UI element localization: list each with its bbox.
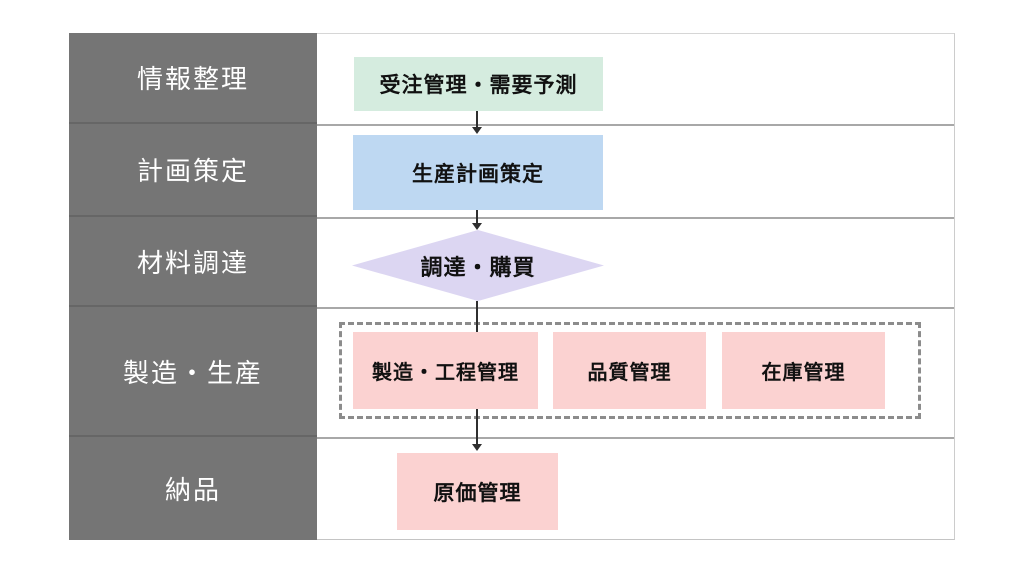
row-divider (317, 217, 954, 219)
sidebar-stage-production: 製造・生産 (69, 307, 317, 437)
stage-label: 材料調達 (136, 247, 249, 278)
node-cost-management: 原価管理 (397, 453, 558, 530)
sidebar-stage-planning: 計画策定 (69, 124, 317, 217)
row-divider (317, 124, 954, 126)
production-group-container (339, 322, 921, 419)
arrowhead-icon (472, 127, 482, 134)
flow-content-area: 受注管理・需要予測 生産計画策定 調達・購買 製造・工程管理 品質管理 在庫管理… (317, 33, 955, 540)
node-label: 原価管理 (433, 481, 522, 505)
node-inventory-management: 在庫管理 (722, 332, 885, 409)
stage-label: 情報整理 (136, 64, 249, 94)
arrowhead-icon (472, 223, 482, 230)
node-label: 製造・工程管理 (372, 362, 519, 384)
sidebar-stage-delivery: 納品 (69, 437, 317, 540)
node-label: 在庫管理 (761, 362, 846, 384)
node-label: 品質管理 (587, 362, 672, 384)
node-label: 生産計画策定 (412, 162, 544, 186)
node-label: 調達・購買 (420, 254, 536, 280)
stage-label: 計画策定 (136, 156, 249, 186)
node-order-management: 受注管理・需要予測 (354, 57, 603, 111)
stage-label: 製造・生産 (122, 357, 263, 388)
node-label: 受注管理・需要予測 (379, 74, 578, 97)
node-production-planning: 生産計画策定 (353, 135, 603, 210)
row-divider (317, 307, 954, 309)
node-procurement-diamond: 調達・購買 (352, 230, 604, 301)
node-quality-management: 品質管理 (553, 332, 706, 409)
sidebar-stage-information: 情報整理 (69, 33, 317, 124)
stage-label: 納品 (164, 475, 221, 505)
row-divider (317, 437, 954, 439)
node-manufacturing-process-management: 製造・工程管理 (353, 332, 538, 409)
sidebar-stage-material: 材料調達 (69, 217, 317, 307)
arrow-plan-to-procurement (476, 210, 478, 224)
stage-sidebar: 情報整理 計画策定 材料調達 製造・生産 納品 (69, 33, 317, 540)
arrow-order-to-plan (476, 111, 478, 128)
arrowhead-icon (472, 444, 482, 451)
